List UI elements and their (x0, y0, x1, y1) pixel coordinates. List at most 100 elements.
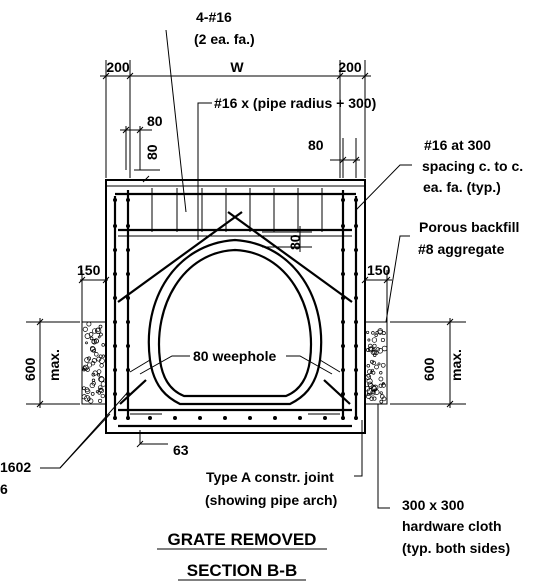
aggregate-pebble (94, 352, 99, 357)
bar-section-dot (113, 296, 117, 300)
bar-16-pipe-radius: #16 x (pipe radius + 300) (214, 95, 376, 111)
bar-section-dot (248, 416, 252, 420)
aggregate-pebble (372, 343, 377, 348)
bar-section-dot (113, 416, 117, 420)
leader-hardware-cloth (377, 404, 390, 509)
aggregate-pebble (366, 330, 370, 334)
aggregate-pebble (99, 388, 104, 394)
aggregate-pebble (100, 393, 105, 399)
aggregate-pebble (377, 328, 383, 334)
bar-section-dot (113, 368, 117, 372)
aggregate-pebble (372, 350, 377, 355)
leader-pipe-radius (197, 102, 212, 240)
aggregate-pebble (85, 341, 88, 345)
aggregate-pebble (82, 368, 86, 372)
aggregate-pebble (96, 356, 102, 362)
aggregate-pebble (98, 354, 103, 359)
aggregate-pebble (368, 346, 373, 351)
aggregate-pebble (91, 378, 96, 382)
aggregate-pebble (379, 371, 383, 375)
aggregate-pebble (89, 336, 94, 341)
aggregate-pebble (374, 364, 379, 370)
aggregate-pebble (370, 350, 376, 355)
spacing-line3: ea. fa. (typ.) (423, 179, 501, 195)
title-grate-removed: GRATE REMOVED (168, 530, 317, 549)
aggregate-pebble (372, 396, 377, 401)
vertical-bars (113, 188, 358, 420)
corner-bars (119, 379, 351, 415)
dim-80-top-right (330, 138, 360, 178)
bar-section-dot (354, 198, 358, 202)
aggregate-pebble (101, 343, 105, 347)
bar-section-dot (354, 320, 358, 324)
joint-line2: (showing pipe arch) (205, 492, 337, 508)
bar-section-dot (354, 248, 358, 252)
weephole: 80 weephole (193, 348, 276, 364)
backfill-line1: Porous backfill (419, 219, 519, 235)
bar-section-dot (341, 416, 345, 420)
aggregate-pebble (371, 386, 378, 393)
bar-section-dot (113, 224, 117, 228)
max-right: max. (448, 349, 464, 381)
bar-section-dot (298, 416, 302, 420)
aggregate-pebble (371, 368, 374, 372)
aggregate-pebble (91, 338, 98, 345)
bar-section-dot (126, 344, 130, 348)
aggregate-pebble (377, 362, 381, 366)
aggregate-pebble (366, 373, 371, 378)
aggregate-pebble (90, 392, 95, 396)
top-dimensions (100, 60, 371, 178)
bars-4-16: 4-#16 (196, 9, 232, 25)
aggregate-pebble (381, 345, 388, 352)
aggregate-pebble (87, 397, 91, 401)
bars-2-each-face: (2 ea. fa.) (194, 31, 255, 47)
bar-section-dot (354, 224, 358, 228)
leader-weephole-left (139, 355, 190, 375)
aggregate-pebble (86, 321, 92, 327)
aggregate-pebble (371, 331, 375, 335)
aggregate-pebble (380, 337, 385, 343)
headwall-box (105, 179, 366, 434)
dim-150-right: 150 (367, 262, 391, 278)
aggregate-pebble (82, 364, 89, 371)
aggregate-pebble (85, 367, 90, 372)
bar-section-dot (354, 392, 358, 396)
bar-section-dot (341, 224, 345, 228)
dim-80-top: 80 (147, 113, 163, 129)
aggregate-pebble (378, 383, 383, 388)
leader-spacing (355, 164, 412, 211)
spacing-line1: #16 at 300 (424, 137, 491, 153)
aggregate-pebble (370, 359, 374, 364)
aggregate-pebble (368, 383, 374, 389)
max-left: max. (46, 349, 62, 381)
aggregate-pebble (83, 366, 87, 370)
bar-section-dot (148, 416, 152, 420)
aggregate-pebble (88, 398, 94, 404)
bar-section-dots (113, 198, 358, 420)
aggregate-pebble (381, 382, 385, 386)
aggregate-pebble (91, 381, 96, 386)
bar-section-dot (113, 392, 117, 396)
dim-80-inner-lines (262, 226, 312, 252)
aggregate-pebble (87, 356, 91, 361)
aggregate-pebble (381, 396, 387, 402)
label-1602: 1602 (0, 459, 31, 475)
dim-200-left: 200 (106, 59, 130, 75)
backfill-left (81, 321, 107, 405)
spacing-line2: spacing c. to c. (422, 158, 523, 174)
aggregate-pebble (380, 362, 386, 368)
dim-80-right: 80 (308, 137, 324, 153)
bar-section-dot (341, 368, 345, 372)
bar-section-dot (341, 344, 345, 348)
aggregate-pebble (367, 338, 371, 342)
aggregate-pebble (371, 337, 378, 343)
aggregate-pebble (84, 387, 90, 393)
aggregate-pebble (366, 393, 372, 399)
bar-section-dot (126, 320, 130, 324)
aggregate-pebble (367, 343, 373, 349)
aggregate-pebble (378, 376, 384, 382)
aggregate-pebble (90, 361, 96, 366)
joint-line1: Type A constr. joint (206, 469, 334, 485)
bar-section-dot (354, 368, 358, 372)
dim-200-right: 200 (338, 59, 362, 75)
